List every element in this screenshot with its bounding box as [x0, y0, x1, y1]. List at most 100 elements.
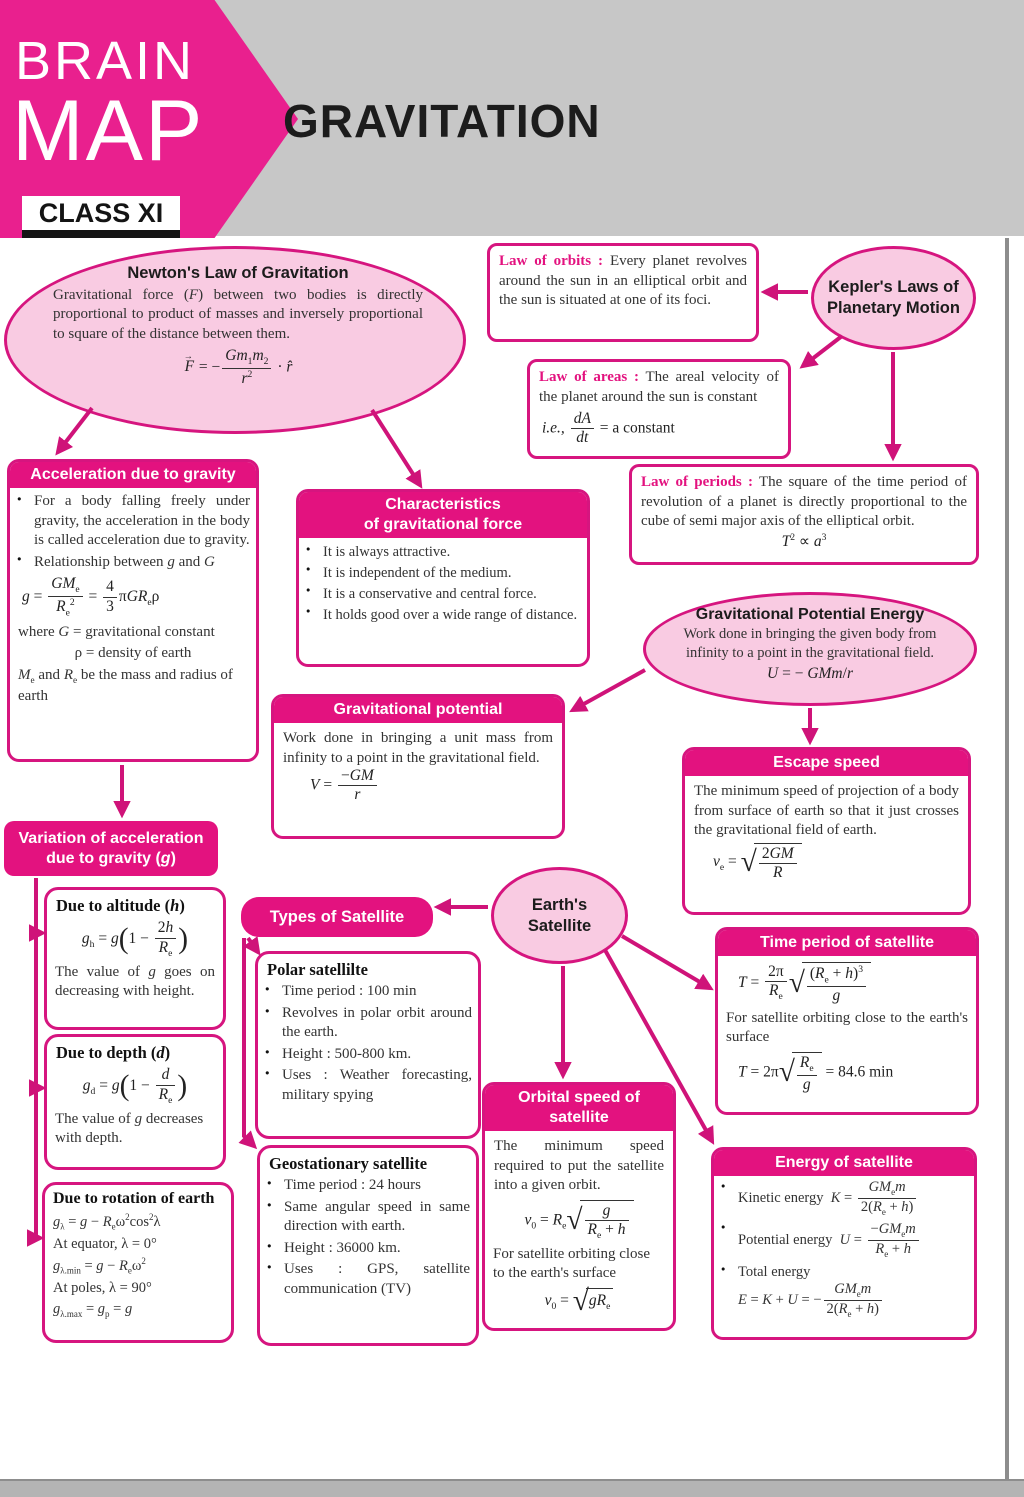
acceleration-gravity-header: Acceleration due to gravity	[10, 462, 256, 488]
geostationary-satellite-box: Geostationary satellite Time period : 24…	[257, 1145, 479, 1346]
brand-line1: BRAIN	[15, 31, 196, 91]
law-of-periods-text: The square of the time period of revolut…	[641, 474, 967, 529]
newton-law-node: Newton's Law of Gravitation Gravitationa…	[4, 246, 466, 434]
newton-law-title: Newton's Law of Gravitation	[127, 264, 349, 282]
earths-satellite-line2: Satellite	[527, 916, 592, 935]
energy-of-satellite-box: Energy of satellite Kinetic energy K = G…	[711, 1147, 977, 1340]
rotation-note-equator: At equator, λ = 0°	[53, 1236, 157, 1253]
acceleration-note-2: ρ = density of earth	[74, 645, 192, 661]
characteristics-header-line2: of gravitational force	[363, 516, 523, 533]
polar-bullet: Height : 500-800 km.	[258, 1045, 472, 1065]
variation-line1: Variation of acceleration	[18, 829, 204, 847]
law-of-orbits-label: Law of orbits :	[499, 253, 604, 269]
kepler-laws-node: Kepler's Laws of Planetary Motion	[811, 246, 976, 350]
law-of-areas-text: The areal velocity of the planet around …	[539, 369, 779, 405]
arrow-kepler-to-law-of-areas	[799, 334, 844, 369]
gpe-title: Gravitational Potential Energy	[695, 606, 925, 623]
orbital-speed-text: The minimum speed required to put the sa…	[494, 1138, 664, 1193]
geostationary-bullet: Uses : GPS, satellite communication (TV)	[260, 1260, 470, 1299]
kepler-title-line2: Planetary Motion	[827, 299, 960, 317]
variation-line2: due to gravity (g)	[46, 849, 176, 867]
orbital-speed-header: Orbital speed of satellite	[485, 1085, 673, 1131]
polar-bullet: Uses : Weather forecasting, military spy…	[258, 1066, 472, 1105]
law-of-areas-box: Law of areas : The areal velocity of the…	[527, 359, 791, 459]
geostationary-bullet: Same angular speed in same direction wit…	[260, 1198, 470, 1237]
rotation-note-poles: At poles, λ = 90°	[53, 1280, 152, 1297]
due-to-depth-text: The value of g decreases with depth.	[55, 1110, 204, 1147]
law-of-orbits-box: Law of orbits : Every planet revolves ar…	[487, 243, 759, 342]
orbital-speed-header-line1: Orbital speed of	[518, 1089, 640, 1106]
orbital-speed-box: Orbital speed of satellite The minimum s…	[482, 1082, 676, 1331]
arrow-gpe-to-gravitational-potential	[569, 668, 646, 713]
characteristics-box: Characteristics of gravitational force I…	[296, 489, 590, 667]
arrow-variation-to-altitude	[28, 878, 47, 942]
acceleration-note-3: Me and Re be the mass and radius of eart…	[18, 666, 233, 704]
gravitational-potential-energy-node: Gravitational Potential Energy Work done…	[643, 592, 977, 706]
earths-satellite-node: Earth's Satellite	[491, 867, 628, 964]
gravitational-potential-header: Gravitational potential	[274, 697, 562, 723]
arrow-types-to-geostationary	[238, 938, 258, 1150]
arrow-newton-to-acceleration	[55, 406, 94, 456]
variation-gravity-header: Variation of acceleration due to gravity…	[4, 821, 218, 876]
law-of-periods-formula: T2 ∝ a3	[781, 531, 827, 550]
time-period-formula-2: T = 2πReg = 84.6 min	[718, 1051, 976, 1093]
bottom-border-strip	[0, 1479, 1024, 1497]
gravitational-potential-box: Gravitational potential Work done in bri…	[271, 694, 565, 839]
law-of-orbits-text: Every planet revolves around the sun in …	[499, 253, 748, 308]
escape-speed-header: Escape speed	[685, 750, 968, 776]
polar-bullet: Time period : 100 min	[258, 982, 472, 1002]
law-of-periods-label: Law of periods :	[641, 474, 753, 490]
time-period-header: Time period of satellite	[718, 930, 976, 956]
characteristics-header-line1: Characteristics	[385, 496, 501, 513]
arrow-types-to-polar	[243, 936, 261, 956]
time-period-note: For satellite orbiting close to the eart…	[726, 1009, 968, 1046]
polar-bullet: Revolves in polar orbit around the earth…	[258, 1004, 472, 1043]
gpe-text: Work done in bringing the given body fro…	[683, 626, 937, 661]
acceleration-bullet-1: For a body falling freely under gravity,…	[10, 492, 250, 551]
characteristics-bullet: It is independent of the medium.	[299, 564, 581, 583]
arrow-newton-to-characteristics	[370, 408, 423, 489]
characteristics-header: Characteristics of gravitational force	[299, 492, 587, 538]
energy-header: Energy of satellite	[714, 1150, 974, 1176]
page-title: GRAVITATION	[283, 95, 601, 147]
due-to-depth-title: Due to depth (d)	[56, 1043, 171, 1062]
geostationary-bullet: Height : 36000 km.	[260, 1239, 470, 1259]
gpe-formula: U = − GMm/r	[767, 664, 853, 682]
brand-line2: MAP	[12, 83, 205, 179]
due-to-rotation-box: Due to rotation of earth gλ = g − Reω2co…	[42, 1182, 234, 1343]
polar-satellite-title: Polar satellilte	[267, 960, 368, 979]
arrow-variation-to-depth	[28, 933, 47, 1097]
gravitational-potential-text: Work done in bringing a unit mass from i…	[283, 730, 553, 766]
rotation-formula-2: gλ.min = g − Reω2	[53, 1256, 146, 1276]
escape-speed-text: The minimum speed of projection of a bod…	[694, 783, 959, 838]
due-to-altitude-text: The value of g goes on decreasing with h…	[55, 963, 215, 1000]
orbital-speed-formula-2: v0 = gRe	[485, 1288, 673, 1315]
acceleration-bullet-2: Relationship between g and G	[10, 553, 250, 573]
due-to-rotation-title: Due to rotation of earth	[53, 1190, 215, 1207]
rotation-formula-3: gλ.max = gp = g	[53, 1301, 133, 1320]
acceleration-gravity-box: Acceleration due to gravity For a body f…	[7, 459, 259, 762]
class-label: CLASS XI	[22, 196, 180, 238]
geostationary-bullet: Time period : 24 hours	[260, 1176, 470, 1196]
rotation-formula-1: gλ = g − Reω2cos2λ	[53, 1211, 161, 1232]
characteristics-bullet: It is always attractive.	[299, 543, 581, 562]
geostationary-title: Geostationary satellite	[269, 1154, 428, 1173]
types-of-satellite-text: Types of Satellite	[269, 907, 405, 926]
kepler-title-line1: Kepler's Laws of	[828, 278, 959, 297]
newton-law-text: Gravitational force (F) between two bodi…	[53, 286, 423, 342]
types-of-satellite-label: Types of Satellite	[241, 897, 433, 937]
due-to-altitude-title: Due to altitude (h)	[56, 896, 185, 915]
earths-satellite-line1: Earth's	[531, 895, 588, 914]
